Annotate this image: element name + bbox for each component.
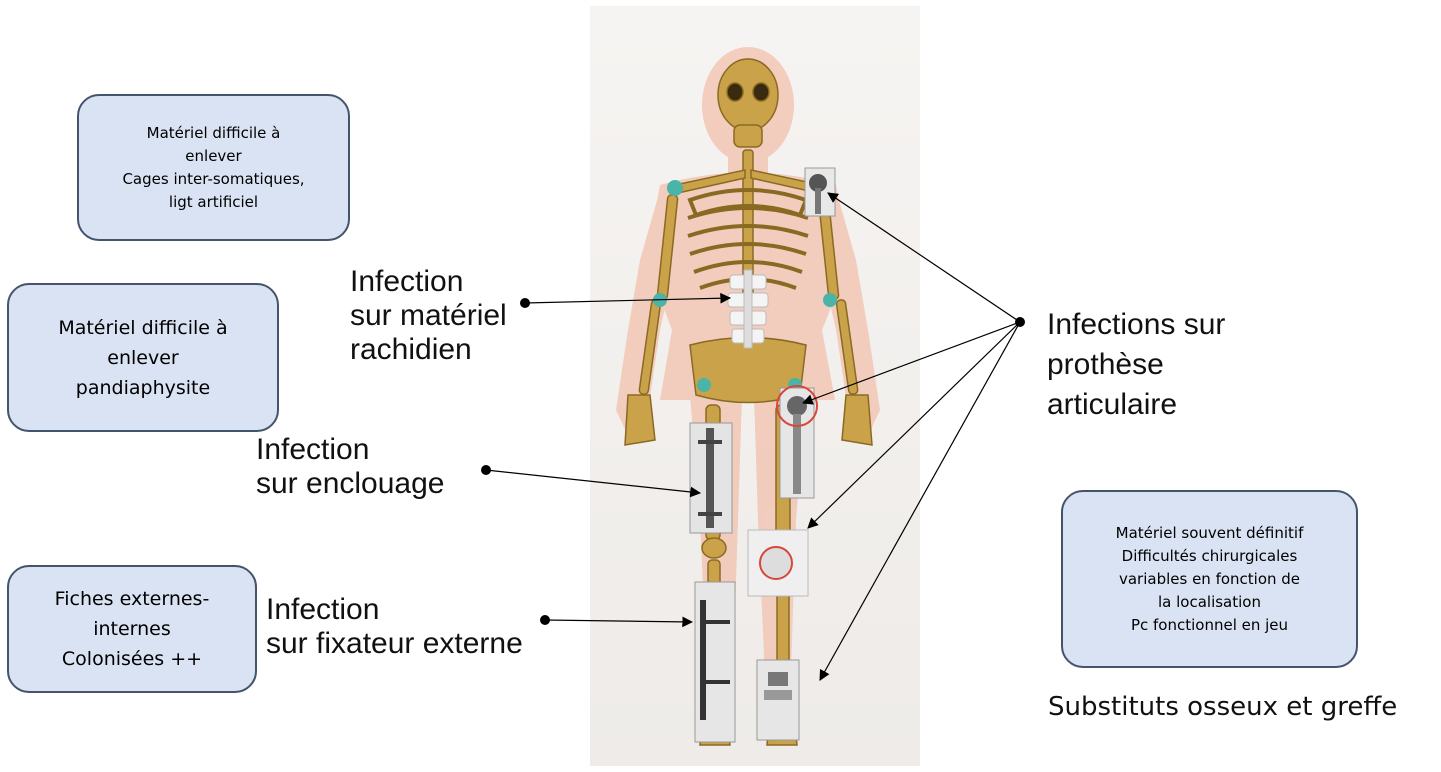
hip-prosthesis-xray-icon: [777, 386, 817, 498]
label-line: Substituts osseux et greffe: [1048, 690, 1397, 724]
knee-prosthesis-icon: [748, 530, 808, 596]
info-box-fiches: Fiches externes- internes Colonisées ++: [7, 565, 257, 693]
info-box-line: Pc fonctionnel en jeu: [1131, 614, 1288, 637]
label-fixator-infection: Infection sur fixateur externe: [266, 593, 523, 661]
label-prosthesis-infection: Infections sur prothèse articulaire: [1047, 305, 1225, 425]
label-line: Infections sur: [1047, 305, 1225, 345]
label-line: sur enclouage: [256, 467, 444, 501]
label-line: Infection: [256, 433, 444, 467]
label-substitutes: Substituts osseux et greffe: [1048, 690, 1397, 724]
label-spine-infection: Infection sur matériel rachidien: [350, 265, 507, 367]
info-box-line: enlever: [107, 343, 178, 373]
spine-connector-dot: [520, 298, 530, 308]
label-line: articulaire: [1047, 385, 1225, 425]
info-box-line: Fiches externes-: [55, 584, 210, 614]
info-box-line: enlever: [185, 145, 241, 168]
info-box-line: Matériel difficile à: [58, 313, 227, 343]
nail-connector-dot: [481, 465, 491, 475]
info-box-line: internes: [93, 614, 171, 644]
external-fixator-xray-icon: [695, 582, 735, 742]
intramedullary-nail-xray-icon: [690, 423, 732, 533]
shoulder-prosthesis-xray-icon: [805, 168, 835, 216]
info-box-line: ligt artificiel: [169, 191, 258, 214]
info-box-materiel-definitif: Matériel souvent définitif Difficultés c…: [1061, 490, 1358, 668]
prosthesis-connector-dot: [1015, 317, 1025, 327]
info-box-line: Matériel souvent définitif: [1116, 522, 1304, 545]
info-box-line: Difficultés chirurgicales: [1122, 545, 1298, 568]
label-line: rachidien: [350, 333, 507, 367]
info-box-line: la localisation: [1158, 591, 1261, 614]
label-line: prothèse: [1047, 345, 1225, 385]
label-line: Infection: [350, 265, 507, 299]
info-box-line: Matériel difficile à: [147, 122, 281, 145]
info-box-line: Colonisées ++: [62, 644, 202, 674]
info-box-line: pandiaphysite: [76, 373, 210, 403]
fixator-connector-dot: [540, 615, 550, 625]
ankle-prosthesis-xray-icon: [757, 660, 799, 740]
info-box-pandiaphysite: Matériel difficile à enlever pandiaphysi…: [7, 283, 279, 432]
label-line: Infection: [266, 593, 523, 627]
label-line: sur matériel: [350, 299, 507, 333]
label-line: sur fixateur externe: [266, 627, 523, 661]
label-nail-infection: Infection sur enclouage: [256, 433, 444, 501]
info-box-line: variables en fonction de: [1119, 568, 1300, 591]
info-box-cages: Matériel difficile à enlever Cages inter…: [77, 94, 350, 241]
info-box-line: Cages inter-somatiques,: [122, 168, 304, 191]
